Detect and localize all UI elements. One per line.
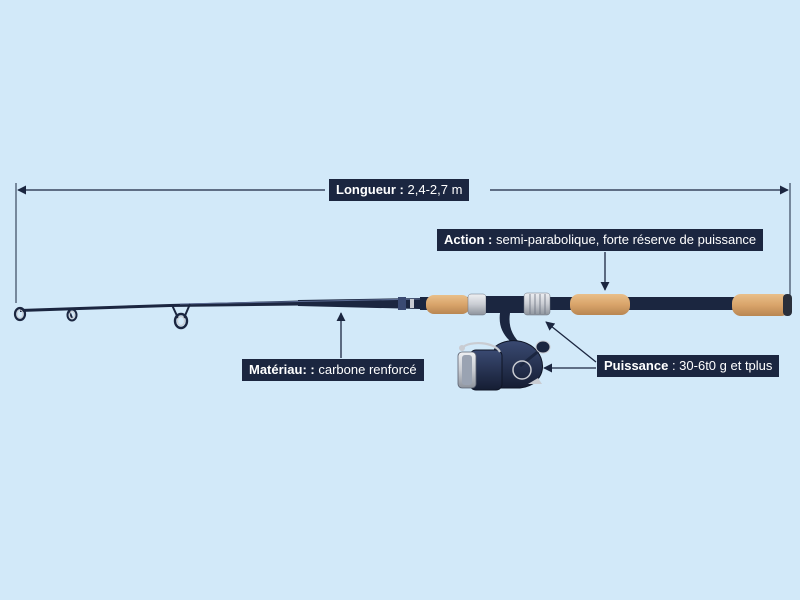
rod-handle bbox=[426, 292, 792, 316]
reel-drag-accent bbox=[528, 378, 542, 384]
guide-3 bbox=[171, 303, 191, 330]
reel-seat-nut bbox=[523, 292, 551, 316]
callout-pointers bbox=[336, 252, 610, 373]
action-term: Action : bbox=[444, 232, 493, 247]
reel-seat-threads bbox=[529, 294, 546, 314]
guide-2 bbox=[66, 307, 78, 322]
rod-guides bbox=[13, 303, 191, 330]
longueur-value: 2,4-2,7 m bbox=[407, 182, 463, 197]
materiau-term: Matériau: : bbox=[249, 362, 315, 377]
reel-handle-arm bbox=[519, 348, 541, 368]
puissance-value: : 30-6t0 g et tplus bbox=[671, 358, 773, 373]
rod-highlight bbox=[179, 298, 421, 305]
reel-side-cap bbox=[512, 360, 532, 380]
rear-grip-cork bbox=[570, 294, 630, 315]
longueur-label: Longueur : 2,4-2,7 m bbox=[329, 179, 470, 201]
reel-handle-knob bbox=[535, 340, 551, 354]
action-value: semi-parabolique, forte réserve de puiss… bbox=[496, 232, 757, 247]
butt-cork bbox=[732, 294, 790, 316]
reel-spool-line bbox=[462, 355, 472, 385]
materiau-label: Matériau: : carbone renforcé bbox=[242, 359, 424, 381]
rod-blank bbox=[20, 297, 780, 312]
puissance-term: Puissance bbox=[604, 358, 669, 373]
action-label: Action : semi-parabolique, forte réserve… bbox=[437, 229, 764, 251]
fore-grip-cork bbox=[426, 295, 470, 314]
materiau-value: carbone renforcé bbox=[318, 362, 417, 377]
spinning-reel bbox=[457, 313, 551, 391]
longueur-term: Longueur : bbox=[336, 182, 404, 197]
puissance-label: Puissance : 30-6t0 g et tplus bbox=[597, 355, 780, 377]
reel-seat-ring-front bbox=[467, 293, 487, 316]
rod-ferrule bbox=[398, 297, 406, 310]
reel-bail bbox=[461, 342, 501, 353]
butt-cap bbox=[783, 294, 792, 316]
reel-foot bbox=[499, 313, 522, 345]
length-dimension bbox=[15, 183, 791, 303]
puissance-pointer-upper bbox=[545, 321, 597, 363]
tip-guide bbox=[13, 306, 27, 322]
hook-keeper bbox=[410, 299, 414, 308]
reel-line-roller bbox=[459, 345, 465, 351]
reel-seat bbox=[486, 296, 526, 313]
